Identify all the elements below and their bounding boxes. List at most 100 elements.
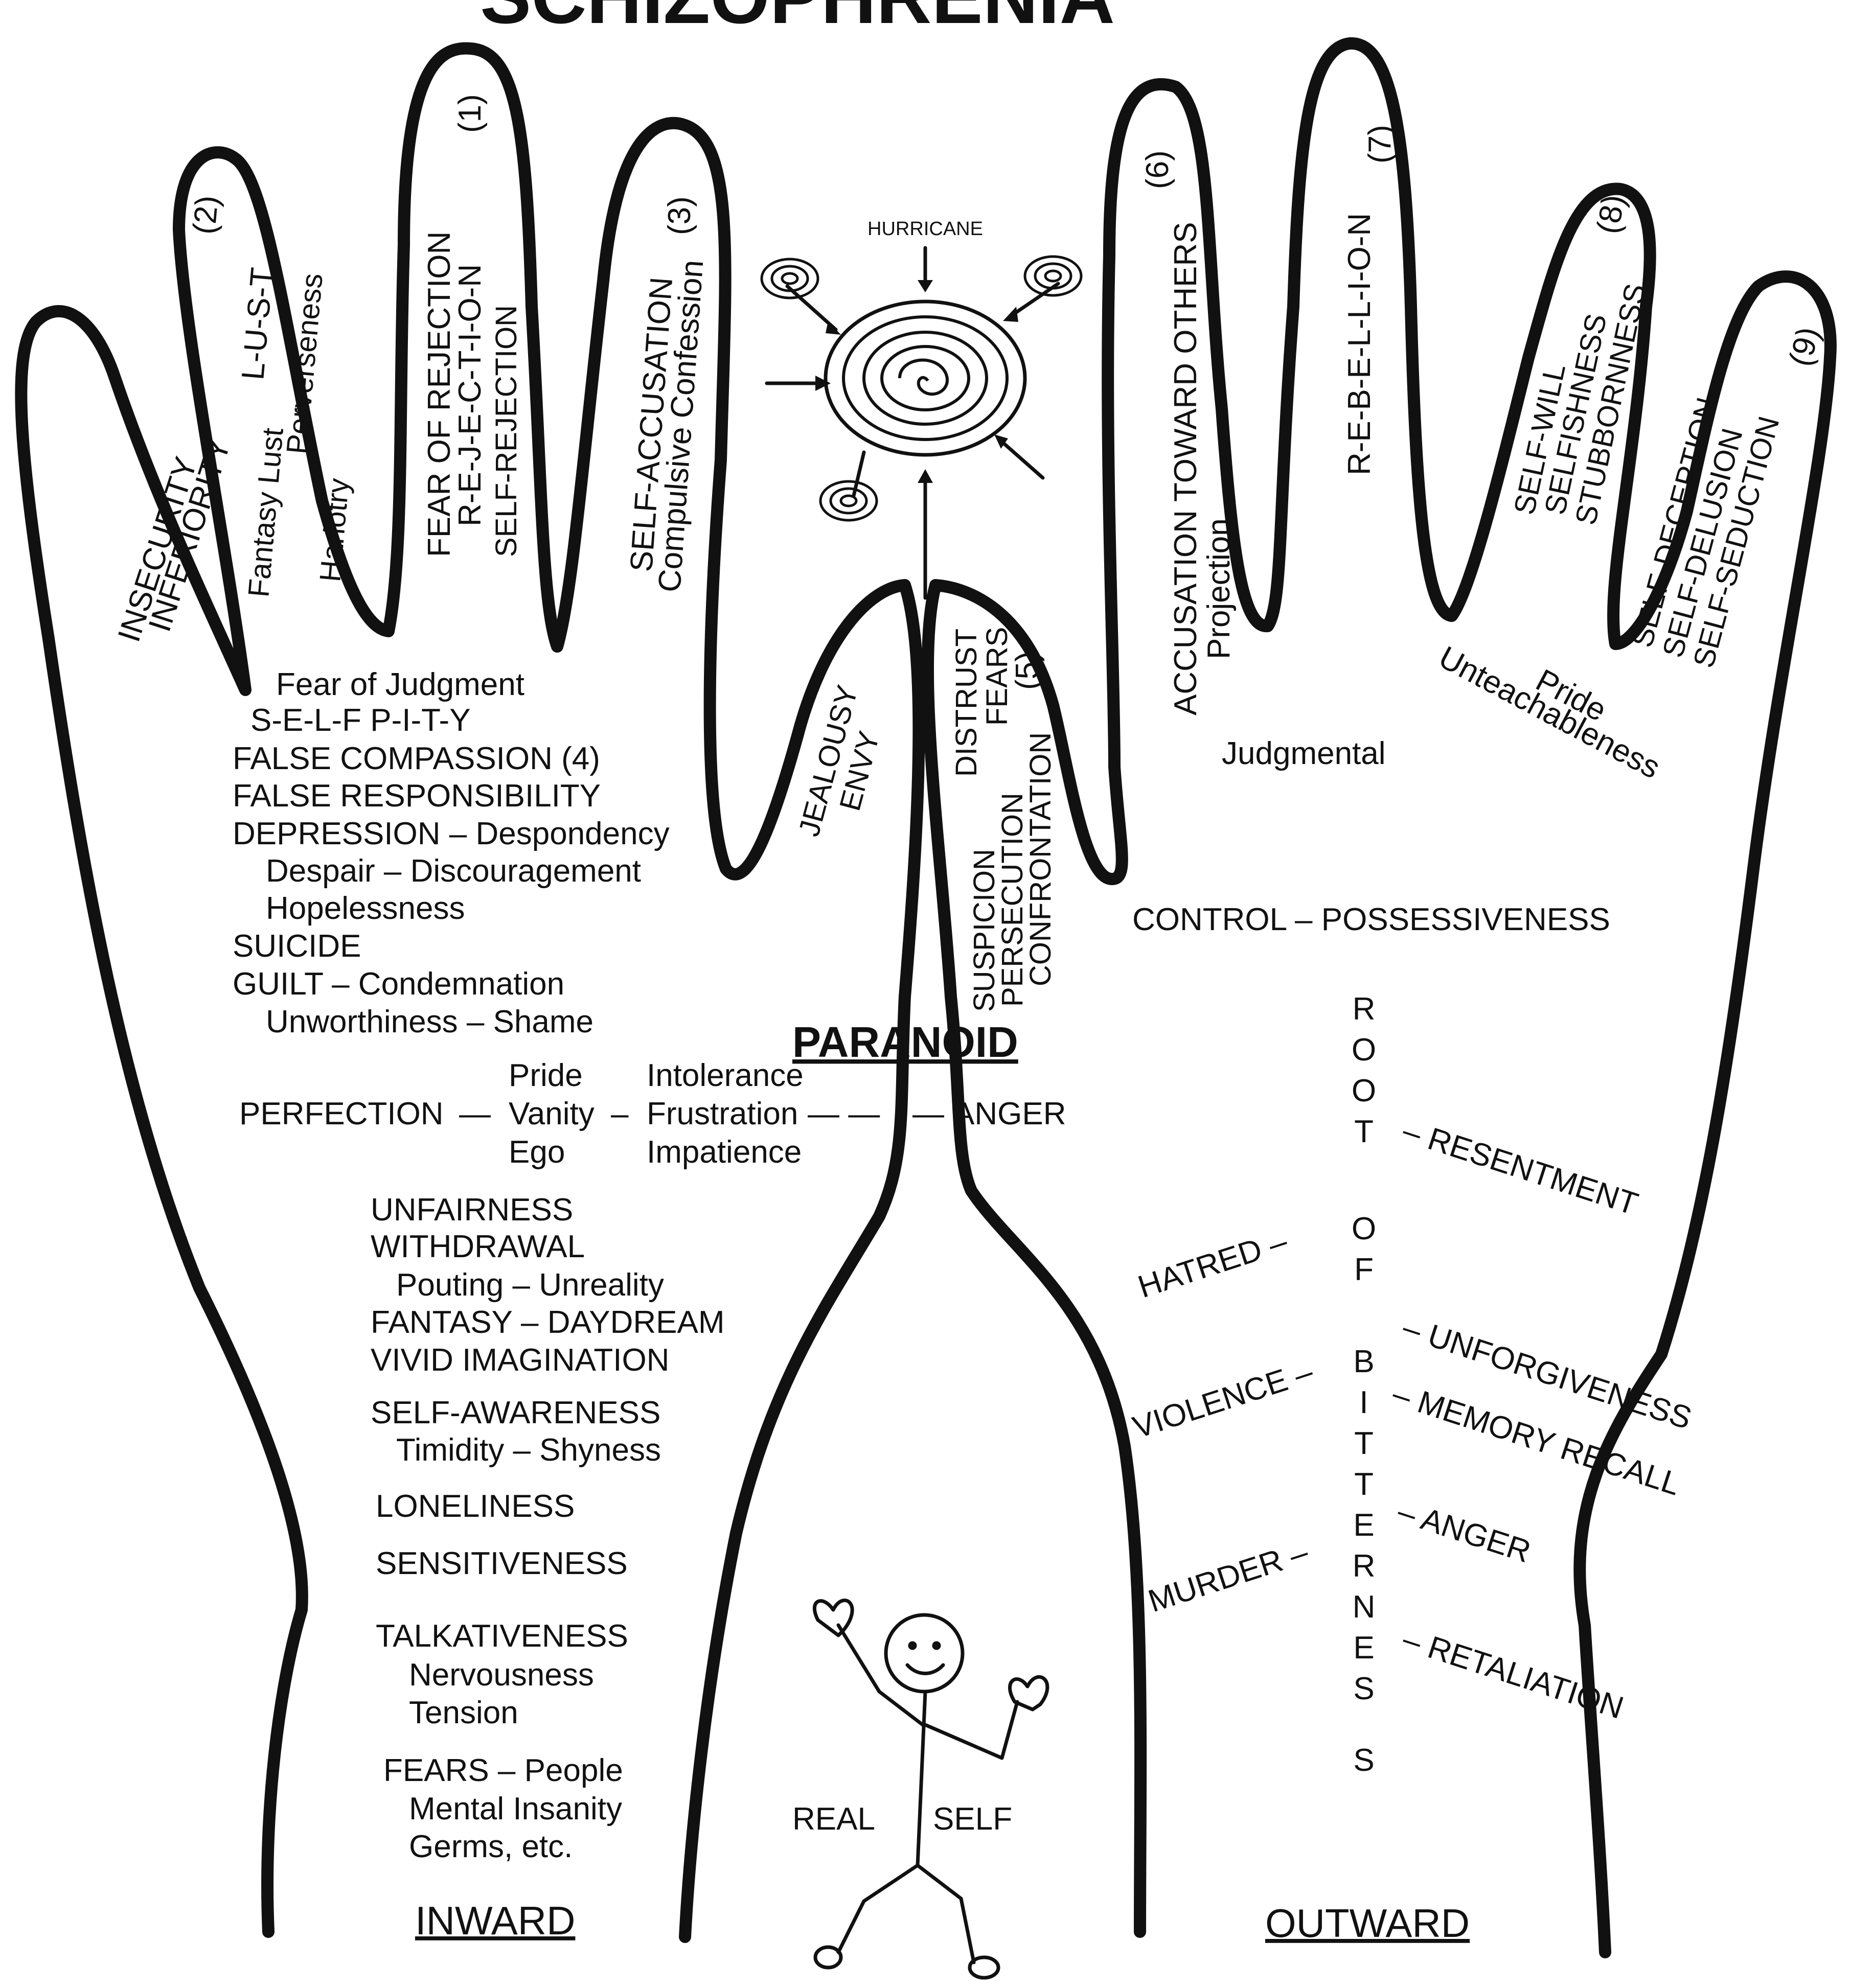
- perfection-label: PERFECTION: [239, 1096, 444, 1131]
- left-arm-item: SENSITIVENESS: [376, 1546, 628, 1581]
- root-letter: N: [1353, 1589, 1376, 1625]
- finger-7: (7) R-E-B-E-L-L-I-O-N: [1342, 125, 1398, 475]
- inward-label: INWARD: [415, 1898, 575, 1943]
- hurricane-graphic: HURRICANE: [762, 218, 1081, 598]
- finger-5-line: CONFRONTATION: [1024, 732, 1057, 986]
- finger-1-line: R-E-J-E-C-T-I-O-N: [452, 264, 488, 526]
- left-arm-item: WITHDRAWAL: [371, 1229, 585, 1264]
- finger-9-number: (9): [1783, 323, 1826, 370]
- left-arm-item: UNFAIRNESS: [371, 1192, 573, 1228]
- dash: —: [912, 1096, 944, 1131]
- left-arm-item: Nervousness: [409, 1657, 594, 1693]
- dash: — —: [808, 1096, 880, 1131]
- finger-5-line: DISTRUST: [950, 629, 983, 777]
- root-letter: E: [1353, 1508, 1374, 1543]
- finger-5: (5) DISTRUST FEARS SUSPICION PERSECUTION…: [950, 627, 1057, 1012]
- root-branch: – ANGER: [1394, 1494, 1535, 1570]
- root-branch: HATRED –: [1134, 1223, 1292, 1305]
- paranoid-heading: PARANOID: [792, 1018, 1018, 1066]
- left-arm-item: SELF-AWARENESS: [371, 1395, 660, 1430]
- left-arm-list: UNFAIRNESS WITHDRAWAL Pouting – Unrealit…: [371, 1192, 725, 1864]
- vanity-label: Vanity: [509, 1096, 595, 1131]
- left-palm-item: DEPRESSION – Despondency: [233, 816, 670, 851]
- finger-1: (1) FEAR OF REJECTION R-E-J-E-C-T-I-O-N …: [422, 94, 523, 557]
- root-branch: MURDER –: [1144, 1534, 1313, 1619]
- outward-label: OUTWARD: [1265, 1901, 1470, 1946]
- hurricane-label: HURRICANE: [867, 218, 983, 240]
- root-branch: – RESENTMENT: [1399, 1113, 1642, 1222]
- finger-7-number: (7): [1362, 125, 1398, 164]
- finger-6-line: ACCUSATION TOWARD OTHERS: [1168, 222, 1203, 715]
- left-palm-item: Hopelessness: [266, 891, 465, 926]
- left-arm-item: FANTASY – DAYDREAM: [371, 1305, 725, 1340]
- left-arm-item: Timidity – Shyness: [396, 1432, 661, 1468]
- self-label: SELF: [933, 1801, 1012, 1837]
- left-palm-item: GUILT – Condemnation: [233, 966, 564, 1002]
- dash: —: [459, 1096, 491, 1131]
- pride-label: Pride: [509, 1058, 583, 1093]
- left-arm-item: VIVID IMAGINATION: [371, 1343, 669, 1378]
- perfection-chain: PERFECTION — Pride Vanity Ego – Intolera…: [239, 1058, 1066, 1170]
- finger-1-number: (1): [452, 94, 488, 133]
- right-hand-outline: [928, 43, 1831, 1952]
- impatience-label: Impatience: [647, 1135, 802, 1170]
- unteachableness-label: Unteachableness: [1433, 639, 1665, 785]
- left-palm-item: SUICIDE: [233, 929, 361, 964]
- root-letter: F: [1354, 1252, 1374, 1287]
- root-of-bitterness: R O O T O F B I T T E R N E S S: [1352, 991, 1376, 1778]
- control-label: CONTROL – POSSESSIVENESS: [1132, 902, 1610, 937]
- real-label: REAL: [792, 1801, 875, 1837]
- anger-label: ANGER: [953, 1096, 1066, 1131]
- root-letter: O: [1352, 1032, 1376, 1068]
- left-arm-item: LONELINESS: [376, 1489, 575, 1524]
- root-letter: R: [1353, 1548, 1376, 1584]
- finger-7-line: R-E-B-E-L-L-I-O-N: [1342, 213, 1377, 475]
- judgmental-label: Judgmental: [1222, 736, 1386, 771]
- left-palm-item: S-E-L-F P-I-T-Y: [250, 703, 471, 738]
- finger-3-number: (3): [662, 196, 697, 235]
- stick-figure-icon: [814, 1600, 1047, 1978]
- right-palm: Pride Unteachableness Judgmental CONTROL…: [1132, 639, 1666, 937]
- root-left-branches: HATRED – VIOLENCE – MURDER –: [1129, 1223, 1317, 1619]
- root-letter: T: [1354, 1114, 1374, 1149]
- finger-2-number: (2): [187, 194, 225, 236]
- left-arm-item: Germs, etc.: [409, 1829, 573, 1864]
- title: SCHIZOPHRENIA: [480, 0, 1115, 39]
- root-letter: O: [1352, 1211, 1376, 1246]
- ego-label: Ego: [509, 1135, 565, 1170]
- left-palm-item: Despair – Discouragement: [266, 853, 641, 889]
- root-letter: S: [1353, 1743, 1374, 1778]
- root-letter: B: [1353, 1344, 1374, 1379]
- root-letter: O: [1352, 1073, 1376, 1108]
- root-letter: T: [1354, 1426, 1374, 1461]
- left-palm-item: FALSE COMPASSION (4): [233, 741, 600, 776]
- root-branch: VIOLENCE –: [1129, 1354, 1317, 1446]
- finger-2-line: L-U-S-T: [235, 266, 280, 382]
- finger-8-number: (8): [1590, 192, 1632, 237]
- left-palm-item: Unworthiness – Shame: [266, 1004, 593, 1039]
- root-letter: T: [1354, 1467, 1374, 1502]
- finger-5-line: FEARS: [980, 627, 1014, 726]
- finger-5-number: (5): [1010, 651, 1045, 690]
- left-arm-item: TALKATIVENESS: [376, 1619, 628, 1654]
- intolerance-label: Intolerance: [647, 1058, 804, 1093]
- left-arm-item: Tension: [409, 1695, 518, 1730]
- finger-3: (3) SELF-ACCUSATION Compulsive Confessio…: [624, 196, 710, 593]
- dash: –: [611, 1096, 629, 1131]
- left-arm-item: Pouting – Unreality: [396, 1267, 664, 1303]
- left-palm-item: Fear of Judgment: [276, 667, 524, 702]
- root-letter: I: [1359, 1385, 1368, 1420]
- left-arm-item: FEARS – People: [383, 1753, 623, 1788]
- root-letter: S: [1353, 1671, 1374, 1706]
- root-letter: R: [1353, 991, 1376, 1027]
- root-right-branches: – RESENTMENT – UNFORGIVENESS – MEMORY RE…: [1388, 1113, 1696, 1726]
- finger-6-number: (6): [1140, 150, 1175, 189]
- left-palm-list: Fear of Judgment S-E-L-F P-I-T-Y FALSE C…: [233, 667, 670, 1039]
- left-palm-item: FALSE RESPONSIBILITY: [233, 778, 601, 814]
- finger-6-line: Projection: [1201, 518, 1237, 659]
- frustration-label: Frustration: [647, 1096, 798, 1131]
- left-arm-item: Mental Insanity: [409, 1791, 622, 1827]
- finger-1-line: SELF-REJECTION: [490, 305, 523, 557]
- root-letter: E: [1353, 1630, 1374, 1666]
